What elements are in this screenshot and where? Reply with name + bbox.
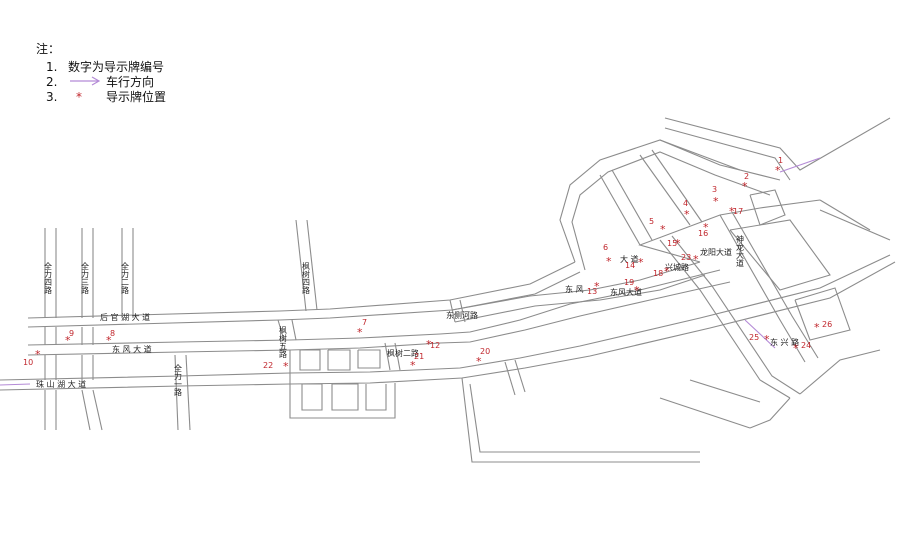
sign-star-icon: *	[664, 265, 670, 278]
sign-number-25: 25	[749, 333, 759, 342]
legend-item-sign-number: 1. 数字为导示牌编号	[46, 59, 166, 75]
road-label-quanli-yi: 全力一路	[174, 363, 183, 396]
sign-number-12: 12	[430, 341, 440, 350]
road-label-quanli-er: 全力二路	[121, 261, 130, 294]
road-label-dongceyong: 东侧河路	[446, 310, 478, 320]
road-label-fengshu-wu: 枫树五路	[279, 325, 288, 358]
sign-star-icon: *	[106, 334, 112, 347]
sign-star-icon: *	[594, 280, 600, 293]
sign-star-icon: *	[775, 164, 781, 177]
road-label-fengshu-si: 枫树四路	[302, 261, 311, 294]
road-label-quanli-si: 全力四路	[44, 261, 53, 294]
sign-star-icon: *	[675, 237, 681, 250]
sign-star-icon: *	[814, 321, 820, 334]
legend-text: 导示牌位置	[106, 90, 167, 104]
sign-number-5: 5	[649, 217, 654, 226]
sign-number-22: 22	[263, 361, 273, 370]
legend-title: 注：	[36, 42, 61, 56]
sign-star-icon: *	[793, 342, 799, 355]
legend-item-direction: 2. 车行方向	[46, 74, 166, 90]
legend-item-sign-location: 3. * 导示牌位置	[46, 89, 167, 105]
sign-number-10: 10	[23, 358, 33, 367]
legend-text: 车行方向	[106, 75, 155, 89]
road-label-dongfeng-da: 大 道	[620, 254, 639, 264]
road-label-houguanhu: 后 官 湖 大 道	[100, 312, 150, 322]
sign-star-icon: *	[742, 180, 748, 193]
sign-star-icon: *	[283, 360, 289, 373]
road-label-fengshu-er: 枫树二路	[387, 348, 419, 358]
sign-star-icon: *	[65, 334, 71, 347]
sign-number-6: 6	[603, 243, 608, 252]
sign-star-icon: *	[35, 348, 41, 361]
sign-number-14: 14	[625, 261, 635, 270]
road-label-dongfeng: 东 风 大 道	[112, 344, 152, 354]
sign-star-icon: *	[634, 284, 640, 297]
sign-number-2: 2	[744, 172, 749, 181]
direction-arrow-icon	[68, 75, 106, 89]
road-label-shenlong: 神龙大道	[736, 234, 745, 268]
star-icon: *	[76, 89, 82, 104]
legend-num: 1.	[46, 59, 58, 74]
sign-number-4: 4	[683, 199, 688, 208]
sign-star-icon: *	[729, 205, 735, 218]
sign-number-17: 17	[733, 207, 743, 216]
sign-number-19: 19	[624, 278, 634, 287]
sign-number-21: 21	[414, 352, 424, 361]
sign-number-18: 18	[653, 269, 663, 278]
sign-star-icon: *	[606, 255, 612, 268]
sign-star-icon: *	[713, 195, 719, 208]
road-label-longyang: 龙阳大道	[700, 247, 732, 257]
sign-number-7: 7	[362, 318, 367, 327]
sign-number-3: 3	[712, 185, 717, 194]
road-label-dongfeng-2: 东风大道	[610, 287, 642, 297]
sign-star-icon: *	[410, 359, 416, 372]
road-label-quanli-san: 全力三路	[81, 261, 90, 294]
sign-star-icon: *	[357, 326, 363, 339]
sign-star-icon: *	[660, 223, 666, 236]
sign-number-20: 20	[480, 347, 490, 356]
road-label-xinglong: 兴城路	[665, 262, 689, 272]
sign-number-23: 23	[681, 253, 691, 262]
road-network	[0, 117, 896, 463]
sign-star-icon: *	[684, 208, 690, 221]
sign-star-icon: *	[693, 253, 699, 266]
legend-num: 2.	[46, 74, 58, 89]
road-label-dongfeng-east: 东 风	[565, 284, 584, 294]
sign-star-icon: *	[703, 221, 709, 234]
sign-markers: *1*2*3*4*5*6*7*8*9*10*12*13*14*15*16*17*…	[23, 156, 832, 373]
road-labels: 全力四路 全力三路 全力二路 全力一路 枫树四路 枫树五路 枫树二路 后 官 湖…	[36, 234, 799, 396]
legend-num: 3.	[46, 89, 58, 104]
sign-star-icon: *	[764, 333, 770, 346]
road-label-zhushanhu: 珠 山 湖 大 道	[36, 379, 86, 389]
sign-number-24: 24	[801, 341, 811, 350]
sign-number-26: 26	[822, 320, 832, 329]
sign-number-8: 8	[110, 329, 115, 338]
sign-star-icon: *	[426, 338, 432, 351]
road-label-dongxing: 东 兴 路	[770, 337, 799, 347]
sign-number-16: 16	[698, 229, 708, 238]
sign-number-1: 1	[778, 156, 783, 165]
sign-star-icon: *	[638, 256, 644, 269]
sign-number-15: 15	[667, 239, 677, 248]
map-legend: 注： 1. 数字为导示牌编号 2. 车行方向 3. * 导示牌位置	[36, 40, 166, 104]
sign-number-9: 9	[69, 329, 74, 338]
sign-star-icon: *	[476, 355, 482, 368]
legend-text: 数字为导示牌编号	[68, 60, 165, 74]
sign-number-13: 13	[587, 287, 597, 296]
